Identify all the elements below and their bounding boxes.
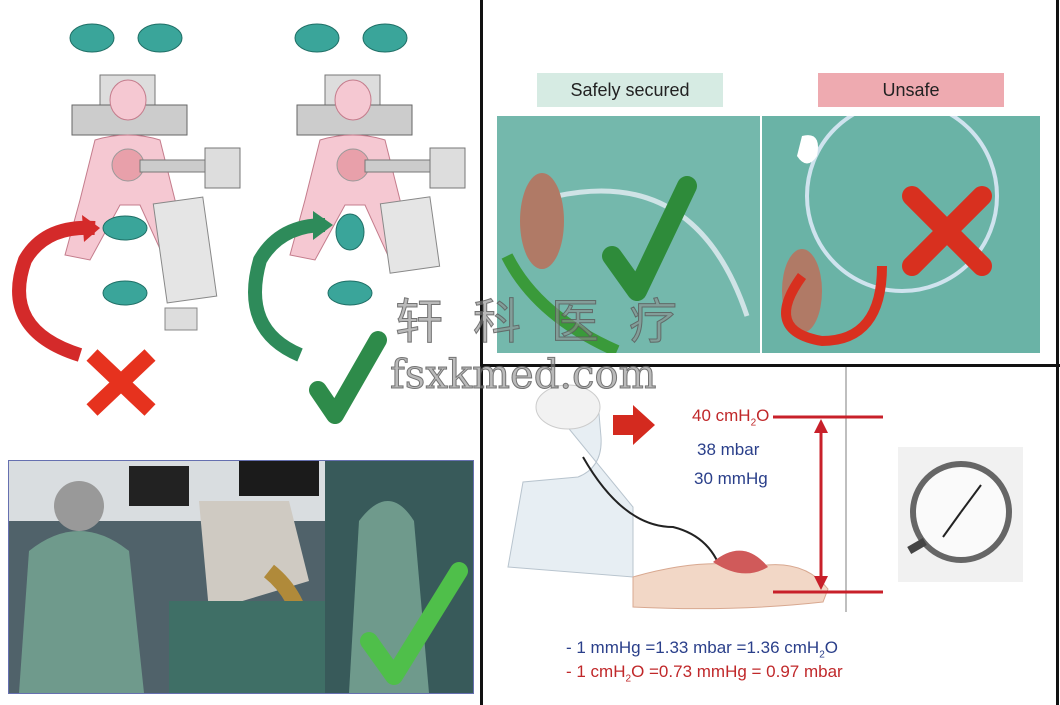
correct-setup-diagram [248, 23, 466, 362]
pressure-cmh2o: 40 cmH2O [692, 406, 770, 429]
pressure-mmhg: 30 mmHg [694, 469, 768, 488]
divider-horizontal [480, 364, 1060, 367]
watermark-domain: fsxkmed.com [389, 352, 657, 399]
conversion-cmh2o: - 1 cmH2O =0.73 mmHg = 0.97 mbar [566, 662, 843, 685]
unsafe-photo [762, 116, 1040, 353]
arrow-icon [613, 405, 655, 445]
divider-right [1056, 0, 1059, 705]
cross-icon [86, 349, 156, 416]
safely-secured-photo [497, 116, 760, 353]
operating-room-photo [8, 460, 474, 694]
check-icon [309, 331, 387, 424]
positioning-diagrams [12, 23, 466, 424]
safely-secured-label: Safely secured [537, 73, 723, 107]
incorrect-setup-diagram [12, 23, 241, 362]
check-icon [360, 562, 468, 685]
check-icon [602, 176, 697, 301]
divider-vertical [480, 0, 483, 705]
watermark-chinese: 轩科医疗 [394, 294, 708, 351]
pressure-gauge-icon [898, 447, 1023, 582]
cystoscopy-pressure-diagram [507, 367, 1023, 612]
cross-icon [902, 186, 992, 276]
unsafe-label: Unsafe [818, 73, 1004, 107]
conversion-mmhg: - 1 mmHg =1.33 mbar =1.36 cmH2O [566, 638, 839, 661]
pressure-mbar: 38 mbar [697, 440, 760, 459]
